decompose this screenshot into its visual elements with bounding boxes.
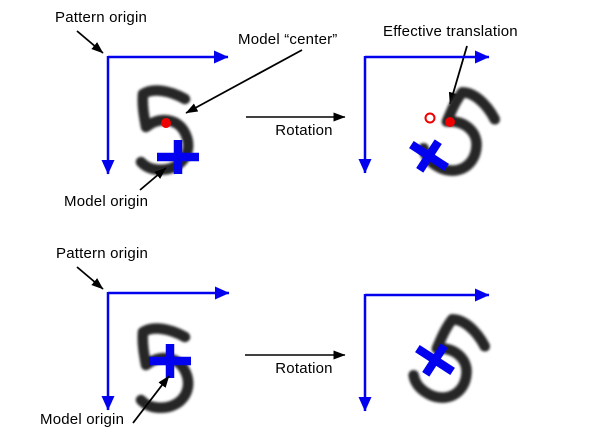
handwritten-digit-5-rotated — [419, 88, 502, 180]
pattern-origin-callout-arrow-top — [76, 30, 104, 54]
translated-center-dot — [445, 117, 455, 127]
rotation-label-bottom: Rotation — [275, 360, 333, 377]
model-origin-callout-arrow-top — [139, 167, 167, 191]
handwritten-digit-5 — [141, 329, 188, 408]
pattern-origin-label-bottom: Pattern origin — [56, 245, 149, 262]
top-right-model-group — [358, 50, 502, 182]
pattern-origin-callout-arrow-bottom — [76, 266, 104, 290]
model-center-dot — [161, 118, 171, 128]
model-center-label: Model “center” — [238, 31, 338, 48]
handwritten-digit-5-rotated — [409, 315, 492, 407]
bottom-left-model-group — [101, 286, 230, 410]
model-origin-label-top: Model origin — [64, 193, 149, 210]
top-left-model-group — [101, 50, 229, 174]
model-origin-callout-arrow-bottom — [132, 375, 170, 424]
effective-translation-callout-arrow — [448, 45, 468, 105]
model-center-callout-arrow — [185, 49, 303, 114]
previous-center-open-circle — [424, 112, 436, 124]
bottom-right-model-group — [358, 288, 492, 411]
rotation-label-top: Rotation — [275, 122, 333, 139]
effective-translation-label: Effective translation — [383, 23, 518, 40]
pattern-origin-label-top: Pattern origin — [55, 9, 148, 26]
model-origin-label-bottom: Model origin — [40, 411, 125, 428]
